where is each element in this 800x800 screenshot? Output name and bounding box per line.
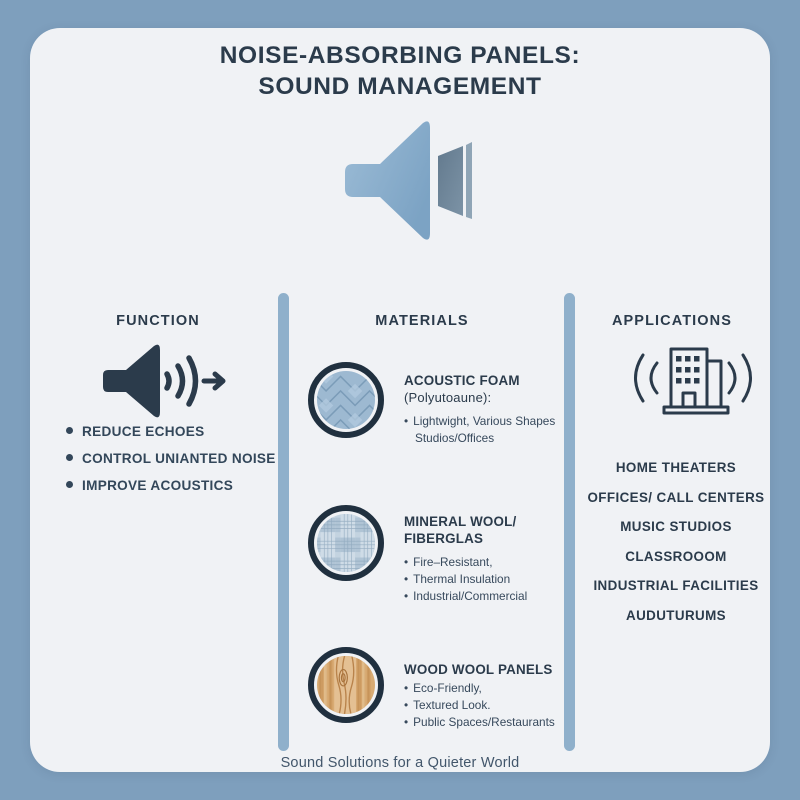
application-item-label: MUSIC STUDIOS	[620, 519, 732, 534]
column-header-applications: APPLICATIONS	[611, 313, 733, 329]
bullet-dot-icon: •	[404, 414, 409, 428]
list-item: • Industrial/Commercial	[404, 588, 584, 605]
column-header-function: FUNCTION	[116, 313, 200, 329]
mineral-wool-weave-swatch-icon	[308, 505, 384, 581]
column-header-materials: MATERIALS	[375, 313, 469, 329]
column-divider-right	[564, 293, 575, 751]
function-list: REDUCE ECHOES CONTROL UNIANTED NOISE IMP…	[66, 424, 281, 505]
bullet-dot-icon	[66, 454, 73, 461]
list-item: IMPROVE ACOUSTICS	[66, 478, 281, 493]
material-title-line-1: MINERAL WOOL/	[404, 514, 517, 529]
application-item-label: AUDUTURUMS	[626, 607, 726, 623]
speaker-panel-icon	[335, 118, 485, 243]
material-bullet-list: • Eco-Friendly, • Textured Look. • Publi…	[404, 680, 584, 731]
speaker-waves-arrow-icon	[100, 344, 226, 418]
material-bullet-label: Public Spaces/Restaurants	[413, 715, 555, 729]
material-title-line-1: ACOUSTIC FOAM	[404, 373, 520, 388]
infographic-card: NOISE-ABSORBING PANELS: SOUND MANAGEMENT	[30, 28, 770, 772]
list-item: • Fire–Resistant,	[404, 554, 584, 571]
applications-list: HOME THEATERS OFFICES/ CALL CENTERS MUSI…	[576, 453, 770, 630]
list-item: • Thermal Insulation	[404, 571, 584, 588]
application-item-label: OFFICES/ CALL CENTERS	[587, 489, 765, 505]
material-bullet-label: Lightwight, Various Shapes	[413, 414, 556, 428]
application-item-label: CLASSROOOM	[625, 548, 727, 564]
bullet-dot-icon: •	[404, 681, 409, 695]
function-item-label: CONTROL UNIANTED NOISE	[82, 451, 276, 466]
material-bullet-label: Textured Look.	[413, 698, 491, 712]
material-bullet-label: Eco-Friendly,	[413, 681, 482, 695]
bullet-dot-icon: •	[404, 698, 409, 712]
building-sound-waves-icon	[631, 337, 755, 419]
acoustic-foam-swatch-icon	[308, 362, 384, 438]
material-bullet-list: • Lightwight, Various Shapes Studios/Off…	[404, 413, 584, 447]
list-item: • Textured Look.	[404, 697, 584, 714]
application-item-label: HOME THEATERS	[615, 460, 737, 475]
footer-tagline: Sound Solutions for a Quieter World	[280, 755, 520, 771]
list-item: REDUCE ECHOES	[66, 424, 281, 439]
material-text-block: WOOD WOOL PANELS • Eco-Friendly, • Textu…	[404, 661, 584, 731]
list-item: • Eco-Friendly,	[404, 680, 584, 697]
bullet-dot-icon: •	[404, 555, 409, 569]
title-line-2: SOUND MANAGEMENT	[258, 73, 542, 100]
material-bullet-label: Thermal Insulation	[413, 572, 511, 586]
bullet-dot-icon	[66, 481, 73, 488]
list-item: • Public Spaces/Restaurants	[404, 714, 584, 731]
bullet-dot-icon: •	[404, 715, 409, 729]
application-item-label: INDUSTRIAL FACILITIES	[593, 578, 759, 593]
page-title: NOISE-ABSORBING PANELS: SOUND MANAGEMENT	[30, 40, 770, 102]
function-item-label: REDUCE ECHOES	[82, 424, 205, 439]
wood-wool-grain-swatch-icon	[308, 647, 384, 723]
bullet-dot-icon: •	[404, 572, 409, 586]
material-title-line-2: (Polyutoaune):	[404, 390, 492, 405]
material-bullet-label: Fire–Resistant,	[413, 555, 493, 569]
list-item: CONTROL UNIANTED NOISE	[66, 451, 281, 466]
title-line-1: NOISE-ABSORBING PANELS:	[219, 42, 581, 69]
list-item: • Lightwight, Various Shapes	[404, 413, 584, 430]
material-bullet-list: • Fire–Resistant, • Thermal Insulation •…	[404, 554, 584, 605]
material-text-block: ACOUSTIC FOAM (Polyutoaune): • Lightwigh…	[404, 372, 584, 447]
function-item-label: IMPROVE ACOUSTICS	[82, 478, 234, 493]
material-subline: Studios/Offices	[415, 431, 495, 445]
bullet-dot-icon: •	[404, 589, 409, 603]
material-title-line-2: FIBERGLAS	[404, 531, 484, 546]
bullet-dot-icon	[66, 427, 73, 434]
material-text-block: MINERAL WOOL/ FIBERGLAS • Fire–Resistant…	[404, 513, 584, 605]
material-title-line-1: WOOD WOOL PANELS	[404, 662, 553, 677]
material-bullet-label: Industrial/Commercial	[413, 589, 528, 603]
column-divider-left	[278, 293, 289, 751]
